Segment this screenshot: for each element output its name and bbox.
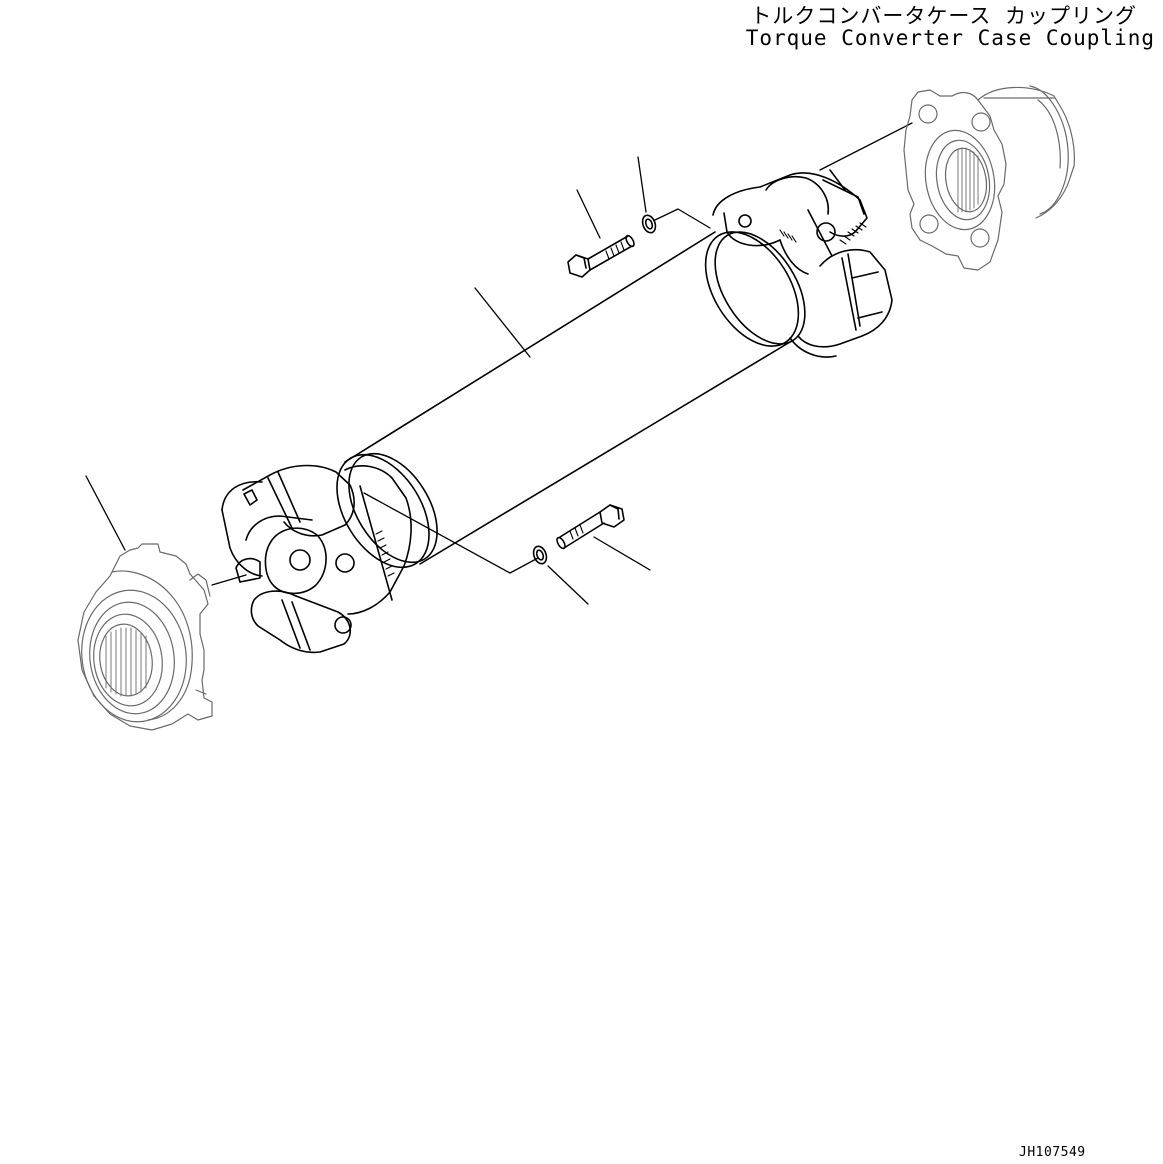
lower-washer bbox=[531, 544, 548, 565]
rear-universal-joint bbox=[222, 466, 411, 653]
drawing-code: JH107549 bbox=[1019, 1145, 1086, 1160]
leader-rear-flange bbox=[86, 476, 125, 550]
upper-bolt bbox=[568, 234, 636, 277]
leader-lower-bolt bbox=[594, 537, 650, 570]
drive-shaft-tube bbox=[318, 215, 823, 583]
leader-upper-bolt bbox=[577, 190, 600, 238]
leader-lower-washer bbox=[548, 566, 588, 604]
leader-upper-washer bbox=[638, 157, 646, 212]
assembly-line-rear-flange bbox=[212, 575, 246, 585]
diagram-title-japanese: トルクコンバータケース カップリング bbox=[750, 4, 1137, 28]
diagram-title-english: Torque Converter Case Coupling bbox=[745, 26, 1155, 50]
torque-converter-coupling-flange bbox=[904, 86, 1074, 270]
assembly-line-front-flange bbox=[820, 123, 912, 170]
lower-bolt bbox=[555, 505, 624, 550]
rear-yoke-flange bbox=[73, 544, 212, 730]
leader-tube bbox=[475, 288, 530, 357]
assembly-line-lower bbox=[364, 493, 538, 573]
leader-lines bbox=[86, 123, 912, 604]
assembly-line-upper bbox=[655, 209, 710, 228]
upper-washer bbox=[640, 213, 657, 234]
front-universal-joint bbox=[713, 170, 892, 357]
